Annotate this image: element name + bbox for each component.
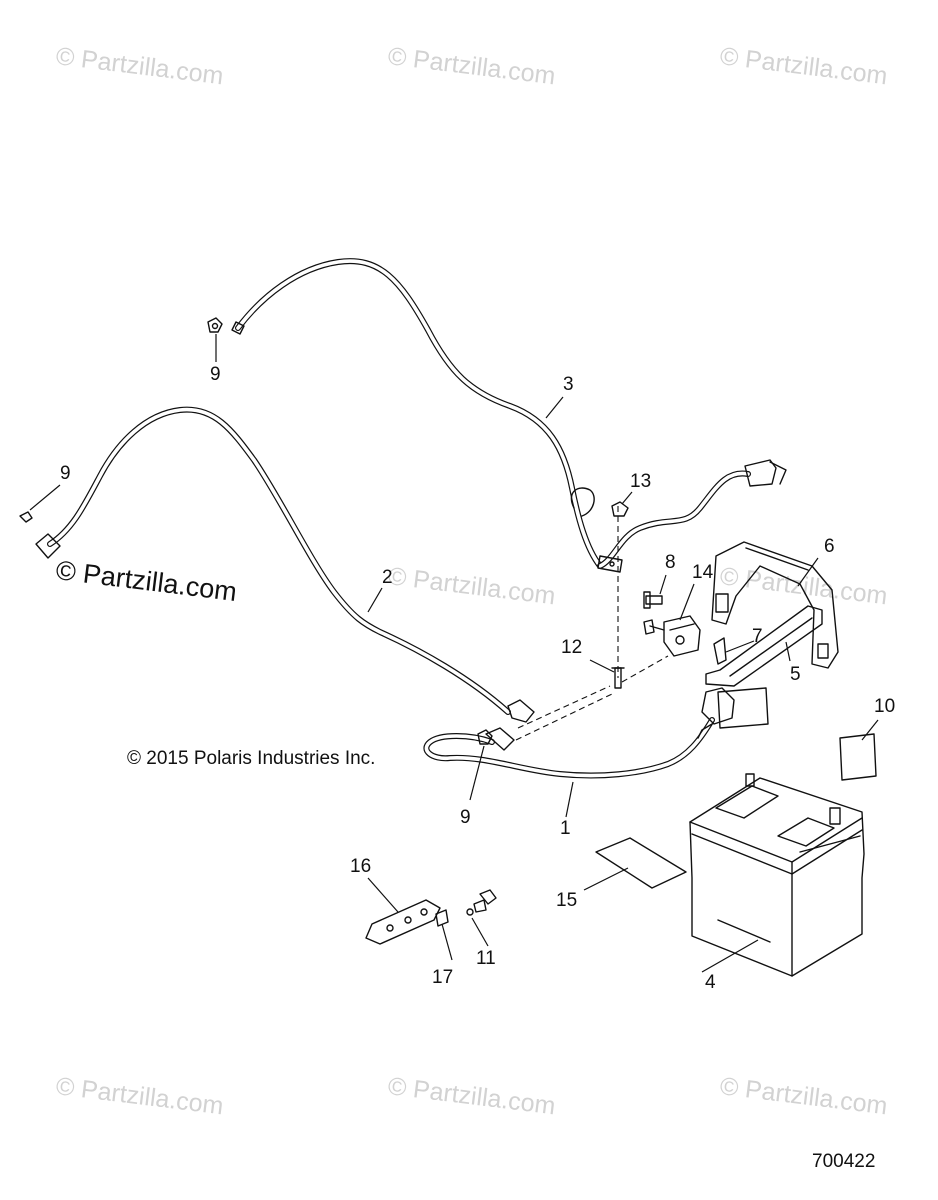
nut-9-left[interactable] [19,511,33,523]
callout-6: 6 [824,536,835,557]
battery-4[interactable] [689,773,865,977]
battery-strap-6[interactable] [711,541,839,669]
nut-13[interactable] [611,501,629,517]
nut-9-lower[interactable] [477,729,493,745]
assembly-guide-lines [515,506,669,741]
callout-12: 12 [561,637,582,658]
screw-17[interactable] [435,909,449,927]
callout-15: 15 [556,890,577,911]
stud-12[interactable] [611,667,625,689]
cable-2[interactable] [35,406,535,723]
callout-9-left: 9 [60,463,71,484]
battery-bracket-5[interactable] [705,605,823,687]
callout-9-top: 9 [210,364,221,385]
decal-10[interactable] [839,733,877,781]
callout-11: 11 [476,948,496,969]
callout-9-lower: 9 [460,807,471,828]
decal-near-strap[interactable] [717,687,769,729]
cable-1[interactable] [423,687,735,779]
solenoid-14[interactable] [643,615,701,657]
washer-11[interactable] [466,889,497,916]
callout-16: 16 [350,856,371,877]
callout-4: 4 [705,972,716,993]
callout-5: 5 [790,664,801,685]
callout-17: 17 [432,967,453,988]
leader-lines [29,334,879,973]
bracket-16[interactable] [365,899,441,945]
callout-8: 8 [665,552,676,573]
bolt-8[interactable] [643,591,663,609]
document-number: 700422 [812,1151,876,1172]
callout-2: 2 [382,567,393,588]
callout-13: 13 [630,471,651,492]
callout-1: 1 [560,818,571,839]
bolt-7[interactable] [713,637,727,665]
copyright-notice: © 2015 Polaris Industries Inc. [127,748,376,769]
callout-3: 3 [563,374,574,395]
callout-10: 10 [874,696,895,717]
callout-7: 7 [752,626,763,647]
callout-14: 14 [692,562,714,583]
cable-3[interactable] [231,258,787,573]
decal-15[interactable] [595,837,687,889]
nut-9-top[interactable] [207,317,223,333]
